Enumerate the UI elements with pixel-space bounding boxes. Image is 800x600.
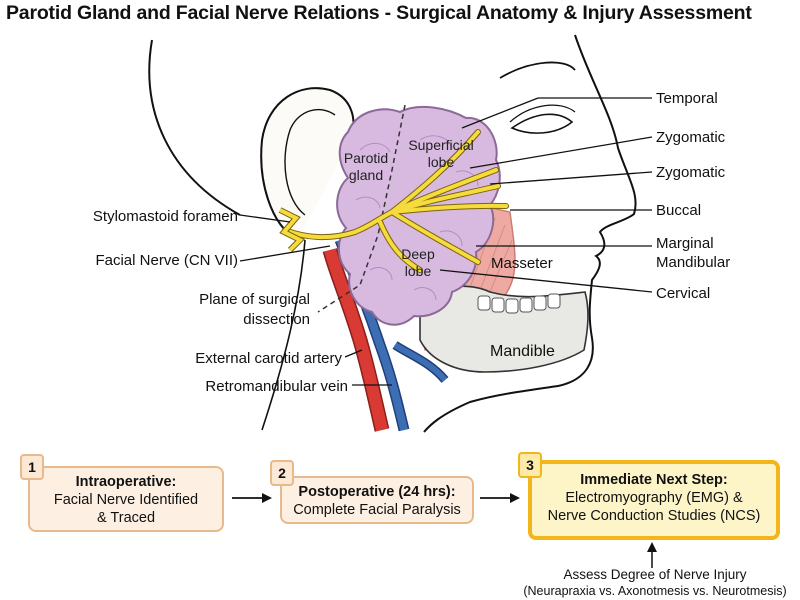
step-3-box: Immediate Next Step: Electromyography (E… bbox=[528, 460, 780, 540]
parotid-gland bbox=[336, 105, 501, 326]
note-line2: (Neurapraxia vs. Axonotmesis vs. Neurotm… bbox=[523, 584, 787, 598]
label-temporal: Temporal bbox=[656, 90, 718, 107]
step-2-box: Postoperative (24 hrs): Complete Facial … bbox=[280, 476, 474, 524]
parotid-line2: gland bbox=[348, 167, 384, 183]
label-external-carotid-artery: External carotid artery bbox=[195, 350, 342, 367]
neck-back bbox=[261, 239, 306, 431]
facial-nerve bbox=[283, 130, 508, 272]
deep-line1: Deep bbox=[401, 246, 435, 262]
label-retromandibular-vein: Retromandibular vein bbox=[205, 378, 348, 395]
label-facial-nerve: Facial Nerve (CN VII) bbox=[95, 252, 238, 269]
label-zygomatic-1: Zygomatic bbox=[656, 129, 726, 146]
plane-of-dissection bbox=[317, 104, 406, 313]
eye-lash bbox=[509, 104, 576, 123]
label-marginal-line2: Mandibular bbox=[656, 254, 731, 271]
ear bbox=[260, 87, 355, 241]
face-profile bbox=[423, 34, 637, 433]
step-2-heading: Postoperative (24 hrs): bbox=[298, 484, 456, 500]
parotid-line1: Parotid bbox=[343, 150, 389, 166]
label-buccal: Buccal bbox=[656, 202, 702, 219]
label-plane-line2: dissection bbox=[243, 311, 310, 328]
ear-inner bbox=[284, 108, 336, 216]
step-2-number: 2 bbox=[270, 460, 294, 486]
eyebrow bbox=[499, 61, 576, 79]
label-cervical: Cervical bbox=[656, 285, 711, 302]
superficial-line2: lobe bbox=[427, 154, 455, 170]
teeth bbox=[477, 293, 561, 314]
label-parotid-gland: Parotid gland bbox=[336, 150, 396, 184]
gland-lobules bbox=[355, 135, 479, 301]
step-1-number: 1 bbox=[20, 454, 44, 480]
leader-lines-left bbox=[239, 214, 392, 386]
eye bbox=[510, 113, 574, 134]
flow-arrows bbox=[232, 493, 657, 568]
note-line1: Assess Degree of Nerve Injury bbox=[563, 567, 747, 582]
step-3-heading: Immediate Next Step: bbox=[580, 472, 728, 488]
deep-line2: lobe bbox=[404, 263, 432, 279]
label-marginal-line1: Marginal bbox=[656, 235, 714, 252]
assessment-note: Assess Degree of Nerve Injury (Neuraprax… bbox=[510, 566, 800, 600]
leader-lines-right bbox=[439, 97, 653, 293]
step-3-number: 3 bbox=[518, 452, 542, 478]
label-superficial-lobe: Superficial lobe bbox=[398, 137, 484, 171]
step-1-line2: & Traced bbox=[96, 510, 156, 526]
label-deep-lobe: Deep lobe bbox=[392, 246, 444, 280]
superficial-line1: Superficial bbox=[408, 137, 474, 153]
step-2-line1: Complete Facial Paralysis bbox=[293, 502, 461, 518]
step-1-heading: Intraoperative: bbox=[75, 474, 177, 490]
step-3-line1: Electromyography (EMG) & bbox=[565, 490, 743, 506]
label-zygomatic-2: Zygomatic bbox=[656, 164, 726, 181]
label-plane-line1: Plane of surgical bbox=[199, 291, 310, 308]
head-outline bbox=[148, 39, 241, 216]
label-mandible: Mandible bbox=[490, 343, 555, 360]
page-title: Parotid Gland and Facial Nerve Relations… bbox=[6, 2, 752, 24]
step-1-line1: Facial Nerve Identified bbox=[53, 492, 199, 508]
label-masseter: Masseter bbox=[491, 255, 553, 272]
label-stylomastoid-foramen: Stylomastoid foramen bbox=[92, 208, 238, 225]
step-1-box: Intraoperative: Facial Nerve Identified … bbox=[28, 466, 224, 532]
step-3-line2: Nerve Conduction Studies (NCS) bbox=[547, 508, 761, 524]
